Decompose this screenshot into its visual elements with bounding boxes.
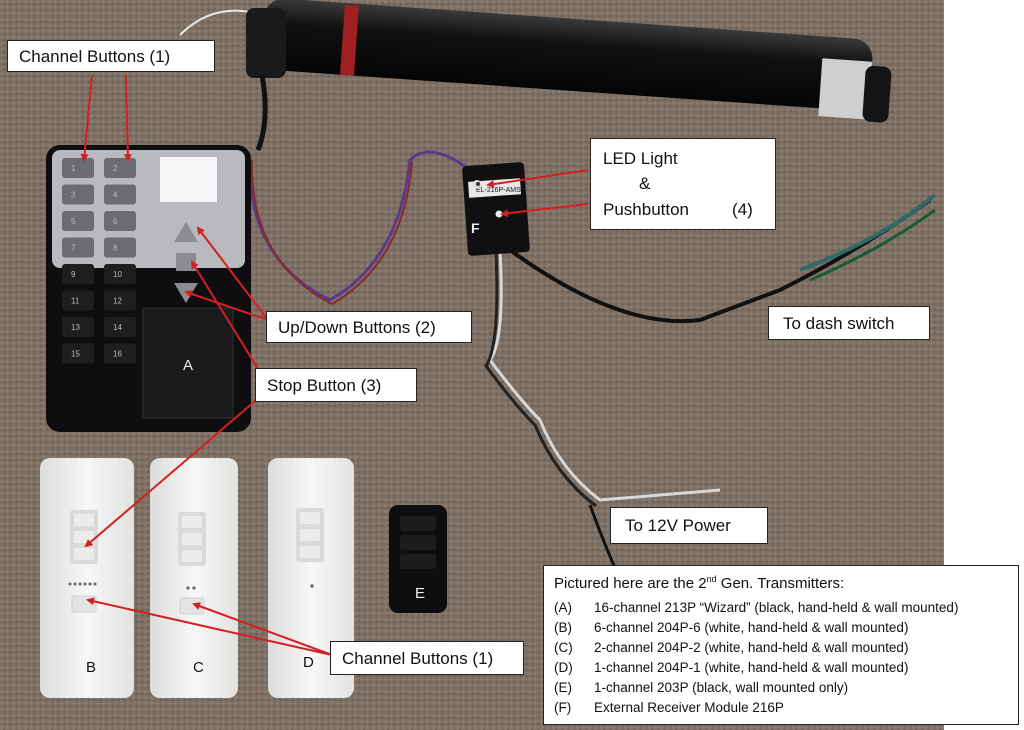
keypad-key-number: 13 (71, 323, 80, 332)
keypad-key-number: 15 (71, 350, 80, 359)
device-e-1-channel-wall-remote: E (389, 505, 447, 613)
legend-item-f: (F)External Receiver Module 216P (554, 700, 784, 715)
keypad-key (104, 264, 136, 284)
legend-item-e: (E)1-channel 203P (black, wall mounted o… (554, 680, 849, 695)
keypad-key (62, 184, 94, 205)
keypad-key (104, 343, 136, 364)
legend-item-d: (D)1-channel 204P-1 (white, hand-held & … (554, 660, 909, 675)
device-d-letter: D (303, 654, 314, 671)
device-c-letter: C (193, 659, 204, 676)
keypad-key-number: 1 (71, 164, 76, 173)
callout-led-pushbutton: LED Light & Pushbutton (4) (590, 138, 776, 230)
device-d-1-channel-remote: D (268, 458, 354, 698)
callout-channel-buttons-top: Channel Buttons (1) (7, 40, 215, 72)
keypad-key (104, 290, 136, 311)
tubular-motor (179, 0, 892, 151)
keypad-key-number: 3 (71, 191, 76, 200)
keypad-key (62, 158, 94, 178)
keypad-key (62, 264, 94, 284)
keypad-key (62, 343, 94, 364)
keypad-key (104, 211, 136, 231)
device-f-receiver-module: EL-216P-AMS F (462, 162, 530, 256)
device-f-letter: F (471, 220, 480, 236)
keypad-key-number: 11 (71, 297, 80, 306)
legend-item-b: (B)6-channel 204P-6 (white, hand-held & … (554, 620, 909, 635)
keypad-key-number: 10 (113, 270, 122, 279)
legend-title: Pictured here are the 2nd Gen. Transmitt… (554, 574, 845, 592)
callout-up-down-buttons: Up/Down Buttons (2) (266, 311, 472, 343)
device-e-letter: E (415, 585, 425, 602)
keypad-key-number: 14 (113, 323, 122, 332)
keypad-key (104, 317, 136, 337)
device-a-letter: A (183, 357, 193, 374)
keypad-key-number: 5 (71, 217, 76, 226)
legend-item-c: (C)2-channel 204P-2 (white, hand-held & … (554, 640, 909, 655)
device-b-letter: B (86, 659, 96, 676)
keypad-key (62, 211, 94, 231)
keypad-key-number: 2 (113, 164, 118, 173)
legend-item-a: (A)16-channel 213P “Wizard” (black, hand… (554, 600, 959, 615)
keypad-key-number: 9 (71, 270, 76, 279)
callout-12v-power: To 12V Power (610, 507, 768, 544)
callout-dash-switch: To dash switch (768, 306, 930, 340)
annotation-arrows (80, 74, 589, 656)
keypad-key (104, 237, 136, 258)
wires (248, 150, 937, 601)
keypad-key-number: 16 (113, 350, 122, 359)
keypad-key-number: 8 (113, 244, 118, 253)
keypad-key (62, 317, 94, 337)
device-b-6-channel-remote: B (40, 458, 134, 698)
device-c-2-channel-remote: C (150, 458, 238, 698)
keypad-key-number: 7 (71, 244, 76, 253)
keypad-key-number: 4 (113, 191, 118, 200)
callout-channel-buttons-bottom: Channel Buttons (1) (330, 641, 524, 675)
keypad-key (104, 158, 136, 178)
keypad-key (104, 184, 136, 205)
module-label: EL-216P-AMS (476, 187, 521, 194)
keypad-key (62, 290, 94, 311)
transmitter-legend: Pictured here are the 2nd Gen. Transmitt… (543, 565, 1019, 725)
callout-stop-button: Stop Button (3) (255, 368, 417, 402)
keypad-key-number: 6 (113, 217, 118, 226)
keypad-key-number: 12 (113, 297, 122, 306)
keypad-key (62, 237, 94, 258)
